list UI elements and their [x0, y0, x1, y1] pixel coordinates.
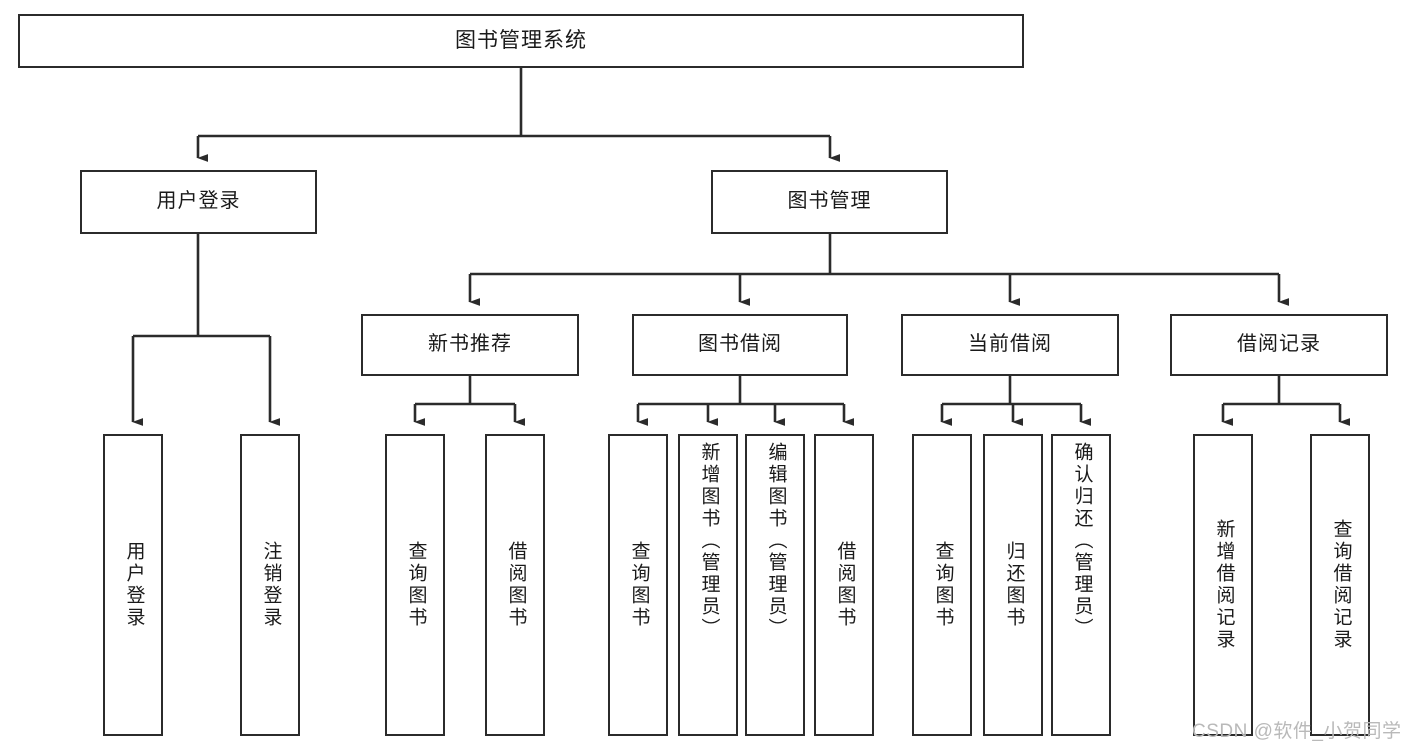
node-leaf-user-login-label: 用户登录 [123, 541, 145, 629]
node-book-management-label: 图书管理 [787, 190, 872, 213]
node-leaf-query-book-borrow-label: 查询图书 [628, 541, 650, 629]
node-leaf-confirm-return-admin[interactable]: 确认归还（管理员） [1051, 434, 1111, 736]
node-leaf-logout-label: 注销登录 [260, 541, 282, 629]
node-leaf-add-borrow-record[interactable]: 新增借阅记录 [1193, 434, 1253, 736]
node-leaf-query-borrow-record-label: 查询借阅记录 [1330, 519, 1352, 651]
node-leaf-edit-book-admin-label: 编辑图书（管理员） [765, 442, 787, 640]
node-leaf-query-book-current-label: 查询图书 [932, 541, 954, 629]
node-leaf-query-book-recommend-label: 查询图书 [405, 541, 427, 629]
node-leaf-borrow-book-recommend-label: 借阅图书 [505, 541, 527, 629]
node-book-borrow[interactable]: 图书借阅 [632, 314, 848, 376]
node-leaf-confirm-return-admin-label: 确认归还（管理员） [1071, 442, 1093, 640]
node-leaf-user-login[interactable]: 用户登录 [103, 434, 163, 736]
node-borrow-record-label: 借阅记录 [1237, 333, 1321, 356]
node-user-login-label: 用户登录 [156, 190, 241, 213]
node-leaf-query-book-recommend[interactable]: 查询图书 [385, 434, 445, 736]
node-leaf-return-book-label: 归还图书 [1003, 541, 1025, 629]
node-leaf-edit-book-admin[interactable]: 编辑图书（管理员） [745, 434, 805, 736]
node-leaf-borrow-book-recommend[interactable]: 借阅图书 [485, 434, 545, 736]
node-leaf-logout[interactable]: 注销登录 [240, 434, 300, 736]
node-leaf-add-book-admin[interactable]: 新增图书（管理员） [678, 434, 738, 736]
node-current-borrow[interactable]: 当前借阅 [901, 314, 1119, 376]
watermark-text: CSDN @软件_小贺同学 [1192, 721, 1402, 742]
node-book-borrow-label: 图书借阅 [698, 333, 782, 356]
node-leaf-add-borrow-record-label: 新增借阅记录 [1213, 519, 1235, 651]
node-root-system-label: 图书管理系统 [455, 28, 587, 52]
node-new-book-recommend-label: 新书推荐 [428, 333, 512, 356]
node-leaf-query-book-borrow[interactable]: 查询图书 [608, 434, 668, 736]
node-borrow-record[interactable]: 借阅记录 [1170, 314, 1388, 376]
node-book-management[interactable]: 图书管理 [711, 170, 948, 234]
node-leaf-add-book-admin-label: 新增图书（管理员） [698, 442, 720, 640]
node-leaf-lend-book[interactable]: 借阅图书 [814, 434, 874, 736]
node-leaf-query-book-current[interactable]: 查询图书 [912, 434, 972, 736]
node-leaf-return-book[interactable]: 归还图书 [983, 434, 1043, 736]
node-leaf-query-borrow-record[interactable]: 查询借阅记录 [1310, 434, 1370, 736]
node-current-borrow-label: 当前借阅 [968, 333, 1052, 356]
node-user-login[interactable]: 用户登录 [80, 170, 317, 234]
node-new-book-recommend[interactable]: 新书推荐 [361, 314, 579, 376]
node-root-system[interactable]: 图书管理系统 [18, 14, 1024, 68]
node-leaf-lend-book-label: 借阅图书 [834, 541, 856, 629]
